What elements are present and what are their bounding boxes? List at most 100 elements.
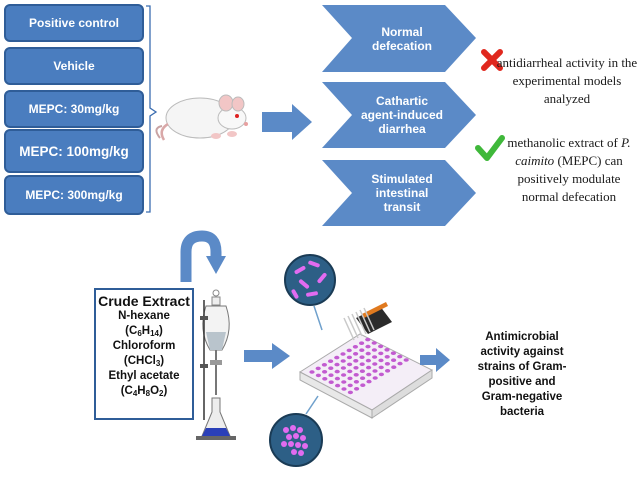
microplate-well [340,366,346,370]
microplate-well [366,379,372,384]
microplate-well [384,362,390,366]
microplate-well [347,369,353,374]
microplate-well [347,390,353,395]
group-bracket [146,5,158,213]
microplate-well [366,365,372,370]
microplate-well [365,358,371,363]
microplate-well [378,372,384,377]
microplate-well [391,365,397,370]
microplate-well [353,352,359,356]
microplate-well [390,351,396,356]
microplate-well [328,366,334,371]
arrow-to-models [262,104,312,140]
arrow-to-antimicrobial [420,348,450,372]
microplate-well [340,352,346,356]
microplate-well [378,351,384,356]
microplate-well [321,363,327,367]
microplate-well [340,359,346,363]
crude-extract-box: Crude Extract N-hexane (C6H14) Chlorofor… [94,288,194,420]
microplate-well [378,344,384,349]
microplate-well [341,380,347,384]
microplate-well [397,361,403,366]
chevron-cathartic-diarrhea [322,82,476,148]
microplate-well [378,365,384,370]
microplate-well [328,359,334,364]
microplate-well [353,373,359,377]
separatory-funnel-icon [196,289,236,440]
microplate-well [347,383,353,388]
cocci-circle-icon [269,395,323,467]
microplate-well [354,387,360,391]
microplate-well [359,341,365,346]
microplate-well [334,362,340,367]
microplate-well [353,380,359,384]
microplate-well [328,373,334,378]
microplate-well [347,376,353,381]
microplate-well [372,355,378,359]
microplate-well [384,348,390,352]
microplate-well [372,369,378,373]
microplate-well [335,383,341,388]
microplate-well [334,369,340,374]
microplate-well [328,380,334,385]
solvent-ethyl-acetate-name: Ethyl acetate [108,370,180,382]
negative-result-text: antidiarrheal activity in the experiment… [496,55,638,106]
arrow-to-plate [244,343,290,369]
microplate-well [365,337,371,342]
microplate-well [385,369,391,373]
microplate-well [360,383,366,388]
microplate-well [359,348,365,353]
group-positive-control: Positive control [4,4,144,42]
curved-arrow-icon [180,230,226,282]
solvent-chloroform-name: Chloroform [112,340,176,352]
microplate-well [371,341,377,345]
microplate-well [322,370,328,374]
antimicrobial-text: Antimicrobial activity against strains o… [477,331,567,418]
group-mepc-300: MEPC: 300mg/kg [4,175,144,215]
group-mepc-30: MEPC: 30mg/kg [4,90,144,128]
microplate-well [346,355,352,360]
microplate-well [334,376,340,381]
microplate-well [341,387,347,391]
chevron-stimulated-transit [322,160,476,226]
crude-extract-title: Crude Extract [98,293,190,309]
bacilli-circle-icon [284,254,336,331]
microplate-well [315,366,321,371]
positive-result-text: methanolic extract of P. caimito (MEPC) … [507,135,631,204]
solvent-hexane-name: N-hexane [118,310,170,322]
microplate-well [359,369,365,374]
microplate-well [372,376,378,380]
microplate-well [397,354,403,359]
microplate-well [378,358,384,363]
microplate-well [352,345,358,349]
microplate-well [365,351,371,356]
multichannel-pipette-icon [343,302,392,341]
microplate-well [353,366,359,370]
microplate-icon [299,333,433,419]
check-icon [475,135,505,161]
microplate-well [360,376,366,381]
microplate-well [315,373,321,378]
group-mepc-100: MEPC: 100mg/kg [4,129,144,173]
microplate-well [365,344,371,349]
cross-icon [481,49,503,71]
microplate-well [334,355,340,360]
microplate-well [359,362,365,367]
microplate-well [372,362,378,366]
microplate-well [403,358,409,362]
microplate-well [353,359,359,363]
group-vehicle: Vehicle [4,47,144,85]
chevron-normal-defecation [322,5,476,72]
rat-icon [155,94,248,141]
microplate-well [309,370,315,374]
microplate-well [341,373,347,377]
solvent-chloroform-formula: (CHCl3) [123,355,165,368]
microplate-well [366,372,372,377]
microplate-well [346,348,352,353]
microplate-well [384,355,390,359]
microplate-well [371,348,377,352]
